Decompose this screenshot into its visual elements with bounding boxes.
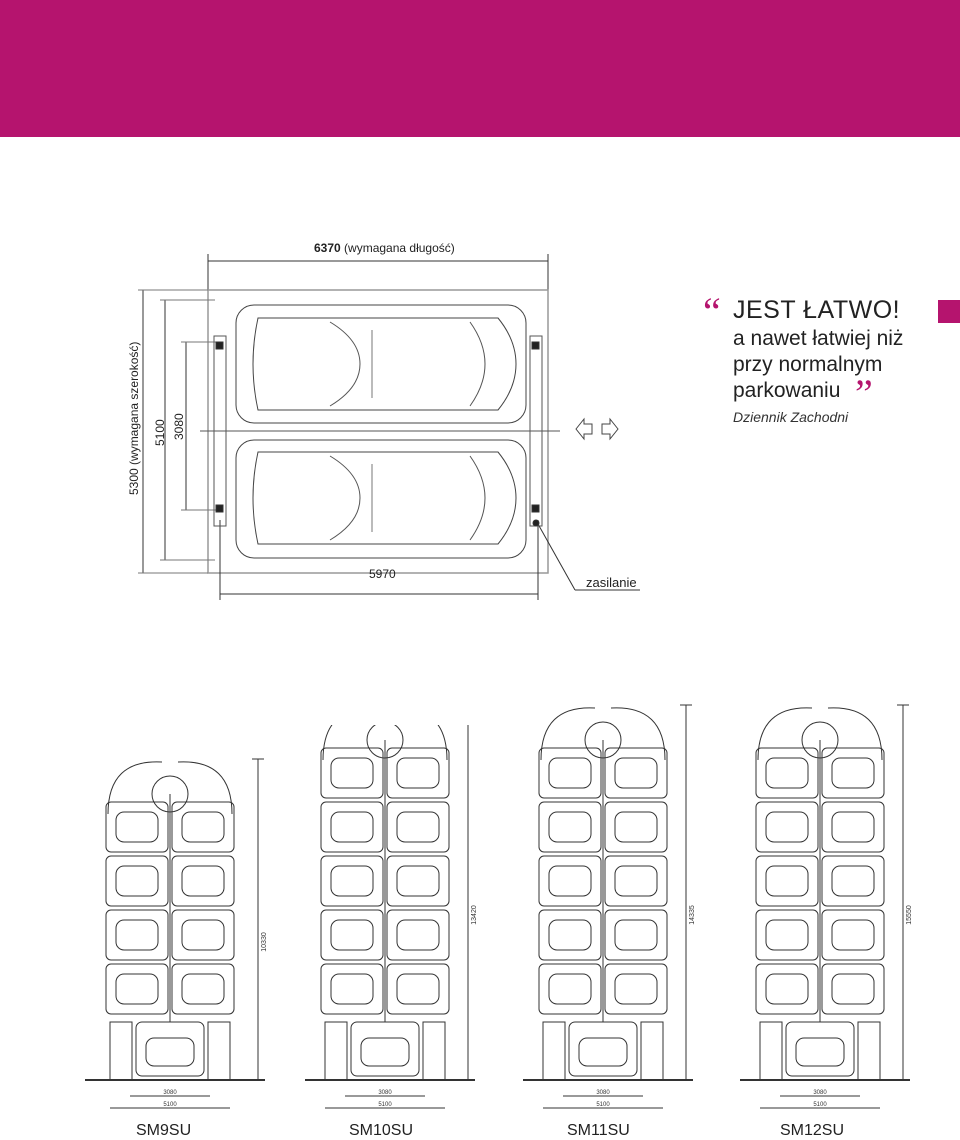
height-dimension-text: 10330 [261, 932, 268, 952]
length-value: 6370 [314, 241, 341, 255]
model-label-sm10su: SM10SU [349, 1122, 414, 1139]
model-label-sm9su: SM9SU [136, 1122, 192, 1139]
width-dimension-text-2: 5100 [596, 1102, 610, 1108]
quote-line-1: a nawet łatwiej niż [733, 327, 904, 350]
quote-line-2: przy normalnym [733, 353, 883, 376]
model-label-sm12su: SM12SU [780, 1122, 845, 1139]
header-banner [0, 0, 960, 137]
width-dimension-text-1: 3080 [378, 1090, 392, 1096]
floor-plan-drawing [138, 254, 640, 600]
length-dimension: 6370 (wymagana długość) [314, 241, 455, 255]
width-dimension-text-1: 3080 [163, 1090, 177, 1096]
width-dimension-text-1: 3080 [596, 1090, 610, 1096]
tower-drawing-sm10su: 13420 3080 5100 [305, 725, 478, 1109]
length-label: (wymagana długość) [344, 241, 455, 255]
width-dimension-text-2: 5100 [813, 1102, 827, 1108]
quote-line-3: parkowaniu [733, 379, 841, 402]
tower-drawing-sm12su: 15550 3080 5100 [740, 704, 913, 1109]
tower-drawing-sm11su: 14335 3080 5100 [523, 704, 696, 1109]
open-quote-mark: “ [703, 289, 721, 334]
dim-3080-label: 3080 [172, 413, 186, 440]
dim-5970-label: 5970 [369, 567, 396, 581]
quote-title: JEST ŁATWO! [733, 296, 901, 324]
width-dimension-text-2: 5100 [163, 1102, 177, 1108]
height-dimension-text: 14335 [689, 905, 696, 925]
quote-source: Dziennik Zachodni [733, 409, 849, 425]
height-dimension-text: 15550 [906, 905, 913, 925]
tower-drawing-sm9su: 10330 3080 5100 [85, 758, 268, 1109]
width-dimension-text-2: 5100 [378, 1102, 392, 1108]
accent-tab [938, 300, 960, 323]
width-dimension-label: 5300 (wymagana szerokość) [127, 341, 141, 495]
width-dimension-text-1: 3080 [813, 1090, 827, 1096]
power-label: zasilanie [586, 575, 637, 590]
close-quote-mark: ” [855, 371, 873, 416]
dim-5100-label: 5100 [153, 419, 167, 446]
height-dimension-text: 13420 [471, 905, 478, 925]
model-label-sm11su: SM11SU [567, 1122, 630, 1139]
